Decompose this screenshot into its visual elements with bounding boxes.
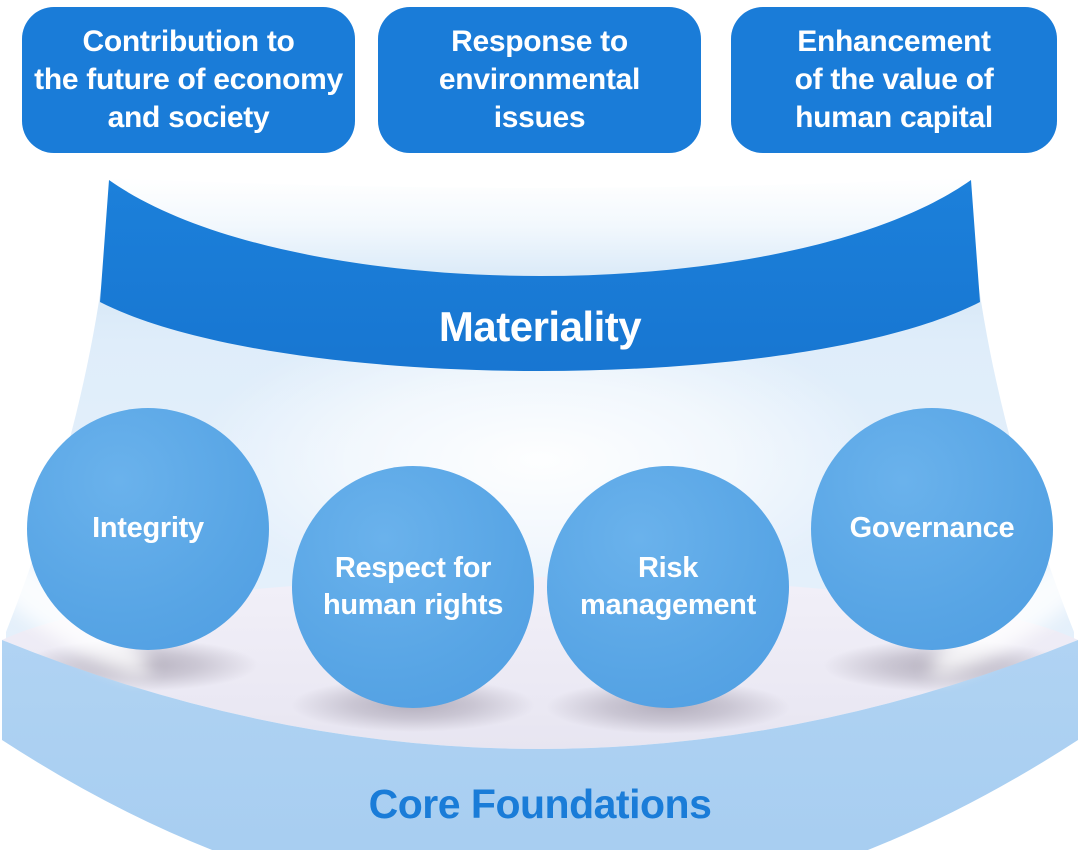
platform-top	[2, 577, 1078, 749]
circle-label: Risk management	[580, 551, 756, 621]
top-box-environment: Response to environmental issues	[378, 7, 701, 153]
circle-risk-management: Risk management	[547, 466, 789, 708]
circle-governance: Governance	[811, 408, 1053, 650]
circle-label: Governance	[849, 512, 1015, 545]
top-box-label: Enhancement of the value of human capita…	[794, 24, 994, 135]
platform-front	[2, 640, 1078, 850]
top-box-economy-society: Contribution to the future of economy an…	[22, 7, 355, 153]
circle-integrity: Integrity	[27, 408, 269, 650]
highlight-sweep-right	[929, 539, 1080, 677]
top-box-human-capital: Enhancement of the value of human capita…	[731, 7, 1057, 153]
circle-label: Integrity	[92, 512, 204, 545]
circle-human-rights: Respect for human rights	[292, 466, 534, 708]
top-box-label: Response to environmental issues	[438, 24, 641, 135]
circle-label: Respect for human rights	[322, 551, 504, 621]
highlight-sweep-left	[0, 539, 151, 677]
top-box-label: Contribution to the future of economy an…	[34, 24, 343, 135]
materiality-band-label: Materiality	[438, 303, 642, 350]
materiality-band	[100, 180, 980, 371]
core-foundations-label: Core Foundations	[368, 781, 712, 827]
